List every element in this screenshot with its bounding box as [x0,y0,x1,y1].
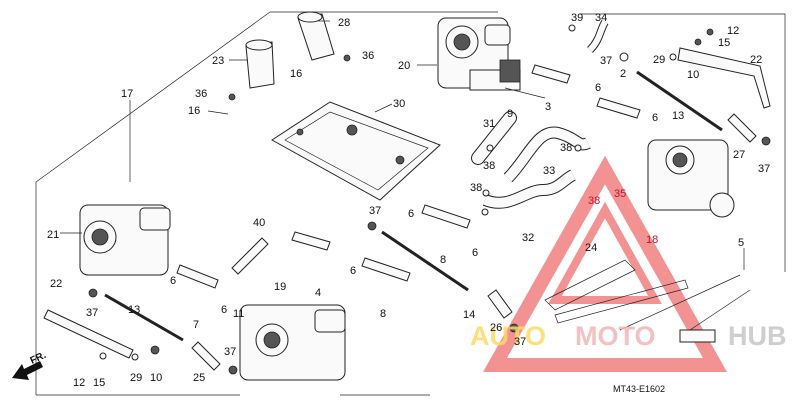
callout-25: 25 [193,372,205,384]
callout-12: 12 [73,377,85,389]
callout-6: 6 [350,265,356,277]
cable-assemblies [544,259,751,343]
part-20-carburetor-upper [437,17,546,99]
callout-37: 37 [86,307,98,319]
callout-14: 14 [463,309,475,321]
callout-6: 6 [408,208,414,220]
front-direction-arrow: FR. [12,350,48,380]
callout-23: 23 [212,55,224,67]
callout-38: 38 [483,160,495,172]
callout-38: 38 [470,182,482,194]
callout-37: 37 [758,163,770,175]
callout-26: 26 [490,322,502,334]
callout-7: 7 [193,319,199,331]
hoses [471,19,609,209]
callout-21: 21 [47,229,59,241]
callout-11: 11 [233,308,244,320]
callout-3: 3 [545,101,551,113]
callout-6: 6 [595,82,601,94]
callout-36: 36 [195,88,207,100]
callout-5: 5 [738,237,744,249]
callout-32: 32 [522,232,534,244]
callout-39: 39 [571,12,583,24]
callout-16: 16 [188,105,200,117]
callout-22: 22 [50,278,62,290]
callout-38: 38 [560,142,572,154]
callout-6: 6 [170,275,176,287]
callout-6: 6 [221,304,227,316]
callout-16: 16 [290,68,302,80]
brackets [43,47,771,359]
callout-37: 37 [600,55,612,67]
watermark-logo [483,155,727,372]
callout-6: 6 [472,247,478,259]
part-23-insulator-tube [245,39,275,89]
callout-37: 37 [369,205,381,217]
fasteners [88,24,771,375]
callout-36: 36 [362,50,374,62]
callout-29: 29 [653,54,665,66]
watermark-text-moto: MOTO [575,321,656,351]
callout-27: 27 [733,149,745,161]
callout-37: 37 [514,336,526,348]
callout-20: 20 [398,60,410,72]
callout-9: 9 [507,108,513,120]
callout-6: 6 [652,112,658,124]
joint-pipes [176,64,641,289]
part-21-carburetor-left [79,204,171,276]
callout-33: 33 [543,165,555,177]
watermark-text-hub: HUB [728,321,787,351]
callout-35: 35 [614,188,626,200]
callout-13: 13 [128,304,140,316]
callout-37: 37 [224,346,236,358]
part-carburetor-right [647,139,735,218]
callout-19: 19 [274,281,286,293]
callout-2: 2 [620,68,626,80]
part-30-air-chamber [271,101,441,201]
callout-29: 29 [130,372,142,384]
callout-40: 40 [253,217,265,229]
callout-28: 28 [338,17,350,29]
part-19-carburetor-lower [239,304,346,381]
callout-8: 8 [380,308,386,320]
watermark-text-auto: AUTO [470,321,546,351]
leader-lines [60,20,745,270]
callout-13: 13 [672,110,684,122]
callout-4: 4 [315,287,321,299]
callout-18: 18 [646,234,658,246]
callout-numbers: 12 15 22 29 10 37 2 39 34 28 36 23 16 20… [47,12,770,389]
callout-15: 15 [718,37,730,49]
callout-34: 34 [595,12,607,24]
front-direction-label: FR. [29,350,48,367]
callout-24: 24 [585,242,597,254]
callout-10: 10 [687,69,699,81]
callout-17: 17 [121,88,133,100]
callout-8: 8 [440,254,446,266]
part-28-insulator-tube [297,11,335,61]
shafts [104,70,757,371]
callout-12: 12 [727,25,739,37]
callout-15: 15 [93,377,105,389]
callout-31: 31 [483,118,495,130]
callout-30: 30 [393,98,405,110]
diagram-code: MT43-E1602 [613,384,665,394]
callout-22: 22 [750,54,762,66]
callout-10: 10 [150,372,162,384]
callout-38: 38 [588,195,600,207]
